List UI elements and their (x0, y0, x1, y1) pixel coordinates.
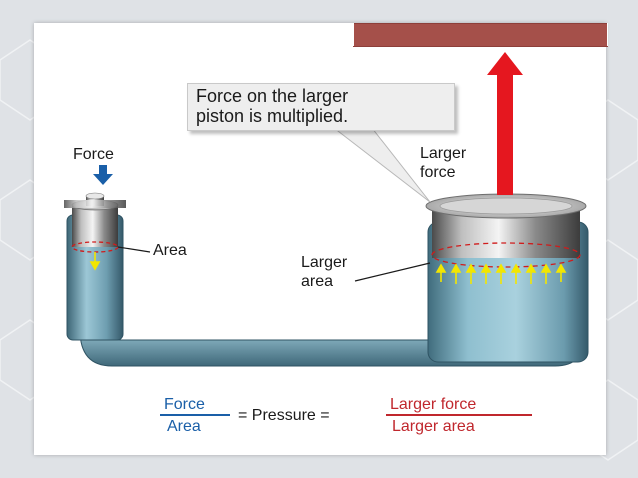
small-piston (64, 192, 126, 247)
equation-left-numerator: Force (164, 396, 205, 413)
callout-line-2: piston is multiplied. (196, 106, 349, 126)
equation-left-denominator: Area (167, 418, 201, 435)
larger-area-leader-line (354, 262, 431, 282)
right-fraction-bar (386, 414, 532, 416)
pressure-arrow-icon (435, 263, 567, 284)
area-label: Area (153, 242, 187, 259)
equation-right-denominator: Larger area (392, 418, 475, 435)
fluid-down-arrow-icon (89, 252, 101, 271)
left-fraction-bar (160, 414, 230, 416)
larger-force-label-line-1: Larger (420, 145, 467, 162)
large-piston (425, 193, 587, 258)
larger-force-label-line-2: force (420, 164, 456, 181)
force-label: Force (73, 146, 114, 163)
equation-right-numerator: Larger force (390, 396, 477, 413)
callout-box: Force on the larger piston is multiplied… (187, 83, 455, 131)
callout-line-1: Force on the larger (196, 86, 349, 106)
larger-area-label-line-2: area (301, 273, 334, 290)
input-force-arrow-icon (93, 165, 113, 185)
larger-area-label-line-1: Larger (301, 254, 348, 271)
area-leader-line (117, 246, 151, 253)
accent-frame (353, 23, 608, 46)
equation-middle: = Pressure = (238, 407, 330, 424)
callout-pointer (332, 127, 431, 203)
output-force-arrow-icon (487, 52, 523, 195)
large-area-outline (431, 242, 581, 268)
